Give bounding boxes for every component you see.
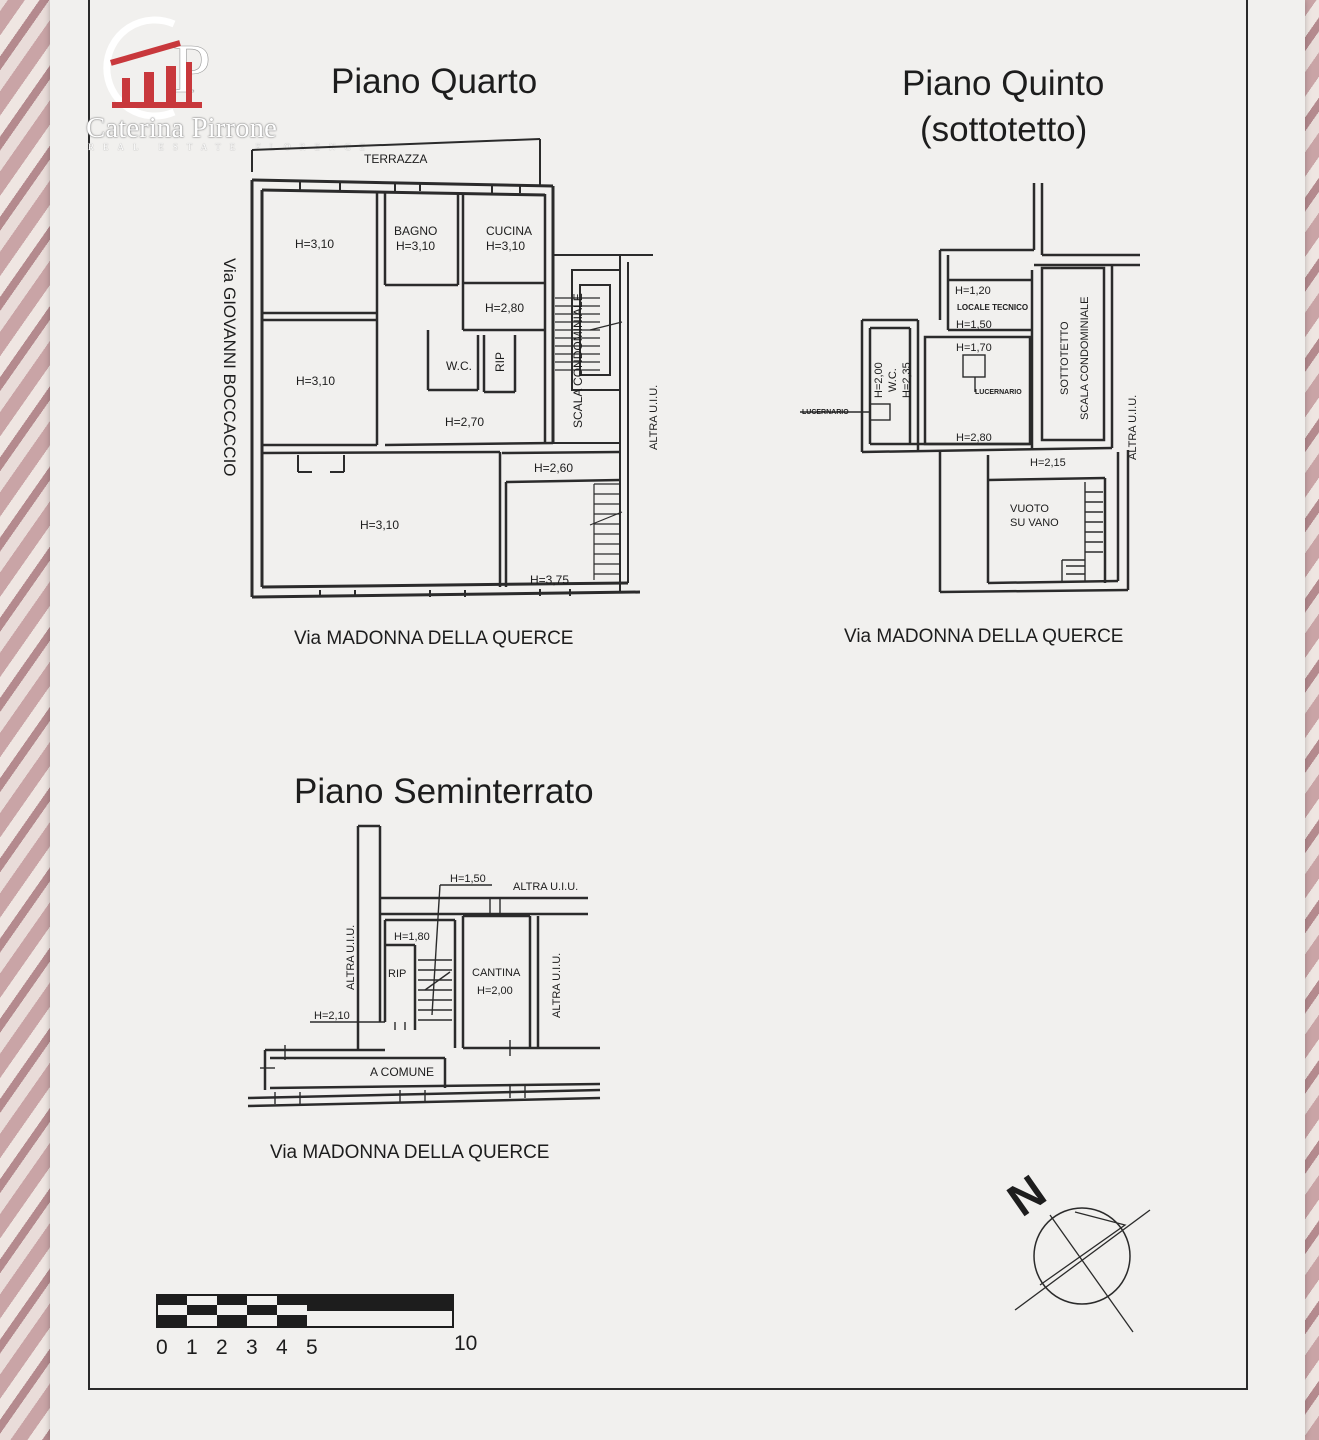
north-arrow-line-2 xyxy=(1049,1214,1134,1333)
quarto-altra-uiu-label: ALTRA U.I.U. xyxy=(648,385,660,450)
title-piano-quarto: Piano Quarto xyxy=(331,62,538,101)
scale-label-0: 0 xyxy=(156,1336,168,1359)
logo-building-icon xyxy=(110,40,202,108)
logo-name: Caterina Pirrone xyxy=(86,112,277,144)
scale-label-3: 3 xyxy=(246,1336,258,1359)
scale-label-1: 1 xyxy=(186,1336,198,1359)
street-quinto: Via MADONNA DELLA QUERCE xyxy=(844,626,1124,647)
seminterrato-comune: A COMUNE xyxy=(370,1065,434,1079)
scale-label-5: 5 xyxy=(306,1336,318,1359)
quinto-h170: H=1,70 xyxy=(956,342,992,354)
quarto-terrace-lines xyxy=(251,138,541,186)
quarto-room-nw-height: H=3,10 xyxy=(295,237,334,251)
seminterrato-altra-right: ALTRA U.I.U. xyxy=(551,953,563,1018)
title-piano-quinto: Piano Quinto xyxy=(902,64,1105,103)
scale-bar-checker xyxy=(157,1295,453,1327)
seminterrato-h150: H=1,50 xyxy=(450,873,486,885)
scale-label-2: 2 xyxy=(216,1336,228,1359)
street-quarto: Via MADONNA DELLA QUERCE xyxy=(294,628,574,649)
quinto-sottotetto-label: SOTTOTETTO xyxy=(1059,321,1071,395)
quarto-outer-walls xyxy=(250,178,641,599)
quarto-inner-walls xyxy=(261,192,621,587)
quarto-room-w-height: H=3,10 xyxy=(296,374,335,388)
seminterrato-cantina: CANTINA xyxy=(472,967,521,979)
quinto-wc-label: W.C. xyxy=(887,368,899,392)
quinto-lucernario-right: LUCERNARIO xyxy=(975,389,1022,396)
quinto-h215: H=2,15 xyxy=(1030,457,1066,469)
quarto-cucina-label: CUCINA xyxy=(486,224,532,238)
quarto-wc-label: W.C. xyxy=(446,359,472,373)
scale-label-4: 4 xyxy=(276,1336,288,1359)
quarto-cucina-height: H=3,10 xyxy=(486,239,525,253)
seminterrato-details xyxy=(260,884,526,1104)
agency-logo: C P xyxy=(103,16,211,120)
quinto-h120: H=1,20 xyxy=(955,285,991,297)
logo-tagline: REAL ESTATE FLORENCE xyxy=(88,142,374,152)
quarto-rip-label: RIP xyxy=(493,352,507,372)
quarto-street-boccaccio: Via GIOVANNI BOCCACCIO xyxy=(220,258,239,477)
seminterrato-altra-left: ALTRA U.I.U. xyxy=(345,925,357,990)
seminterrato-rip: RIP xyxy=(388,968,406,980)
quarto-room-big-height: H=3,10 xyxy=(360,518,399,532)
seminterrato-cantina-h: H=2,00 xyxy=(477,985,513,997)
quinto-locale-tecnico: LOCALE TECNICO xyxy=(957,303,1028,312)
quinto-details xyxy=(800,354,1103,582)
scale-label-10: 10 xyxy=(454,1332,478,1355)
quinto-walls xyxy=(860,183,1140,594)
quarto-scala-label: SCALA CONDOMINIALE xyxy=(571,293,585,428)
paper-sheet xyxy=(50,0,1305,1440)
quinto-h200: H=2,00 xyxy=(873,362,885,398)
seminterrato-h210: H=2,10 xyxy=(314,1010,350,1022)
logo-c-stroke xyxy=(103,16,176,120)
quarto-small-room-height: H=2,80 xyxy=(485,301,524,315)
drawing-frame xyxy=(88,0,1248,1390)
quinto-vuoto: VUOTO xyxy=(1010,503,1049,515)
quinto-lucernario-left: LUCERNARIO xyxy=(802,409,849,416)
quarto-stair-treads xyxy=(555,297,623,580)
quinto-h235: H=2,35 xyxy=(901,362,913,398)
quarto-stair-height-2: H=3,75 xyxy=(530,573,569,587)
seminterrato-walls xyxy=(247,824,601,1108)
seminterrato-altra-top: ALTRA U.I.U. xyxy=(513,881,578,893)
quarto-window-marks xyxy=(297,182,571,597)
title-piano-seminterrato: Piano Seminterrato xyxy=(294,772,594,811)
quinto-altra-uiu: ALTRA U.I.U. xyxy=(1127,395,1139,460)
quarto-terrazza-label: TERRAZZA xyxy=(364,152,427,166)
street-seminterrato: Via MADONNA DELLA QUERCE xyxy=(270,1142,550,1163)
quinto-su-vano: SU VANO xyxy=(1010,517,1059,529)
quinto-h280: H=2,80 xyxy=(956,432,992,444)
seminterrato-h180: H=1,80 xyxy=(394,931,430,943)
north-arrow-pointer xyxy=(1039,1211,1127,1286)
quarto-bagno-label: BAGNO xyxy=(394,224,437,238)
quarto-corridor-height: H=2,70 xyxy=(445,415,484,429)
title-sottotetto: (sottotetto) xyxy=(920,110,1088,149)
quinto-scala-label: SCALA CONDOMINIALE xyxy=(1079,297,1091,420)
quinto-h150: H=1,50 xyxy=(956,319,992,331)
quarto-bagno-height: H=3,10 xyxy=(396,239,435,253)
quarto-stair-height-1: H=2,60 xyxy=(534,461,573,475)
north-arrow-circle xyxy=(1033,1207,1131,1305)
